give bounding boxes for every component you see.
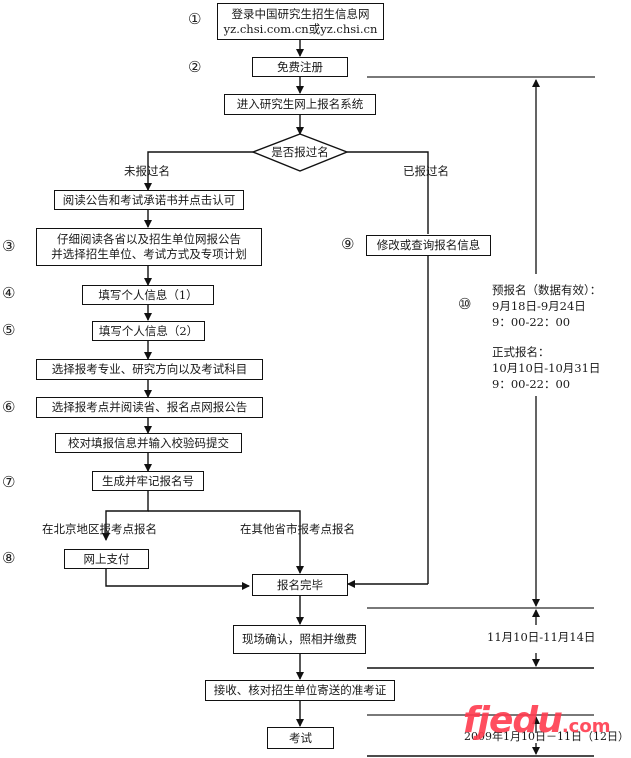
decision-label: 是否报过名: [271, 145, 329, 159]
node-login-site: 登录中国研究生招生信息网 yz.chsi.com.cn或yz.chsi.cn: [217, 3, 384, 40]
node-read-provinces-line1: 仔细阅读各省以及招生单位网报公告: [57, 232, 241, 246]
node-exam: 考试: [267, 727, 334, 749]
node-enter-system: 进入研究生网上报名系统: [224, 94, 376, 115]
branch-label-beijing: 在北京地区报考点报名: [42, 522, 157, 536]
watermark-brand: fjedu: [463, 700, 563, 741]
formal-registration-dates: 10月10日-10月31日: [492, 361, 601, 375]
step-marker-4: ④: [2, 284, 16, 302]
node-login-site-line1: 登录中国研究生招生信息网: [231, 6, 370, 21]
branch-yes-line: [347, 151, 429, 234]
timeline-confirm-dates: 11月10日-11月14日: [487, 630, 596, 644]
node-online-payment: 网上支付: [64, 549, 149, 569]
node-personal-info-1: 填写个人信息（1）: [82, 285, 214, 305]
timeline-exam-dates: 2009年1月10日－11日（12日）: [464, 730, 629, 743]
formal-registration-title: 正式报名：: [492, 345, 550, 359]
step-marker-5: ⑤: [2, 321, 16, 339]
branch-label-other-provinces: 在其他省市报考点报名: [240, 522, 355, 536]
pre-registration-hours: 9：00-22：00: [492, 315, 571, 329]
node-personal-info-2: 填写个人信息（2）: [92, 321, 205, 341]
node-modify-query: 修改或查询报名信息: [366, 235, 491, 256]
step-marker-2: ②: [188, 58, 202, 76]
formal-registration-hours: 9：00-22：00: [492, 377, 571, 391]
node-choose-exam-site: 选择报考点并阅读省、报名点网报公告: [36, 397, 263, 418]
step-marker-6: ⑥: [2, 398, 16, 416]
step-marker-7: ⑦: [2, 473, 16, 491]
node-generate-number: 生成并牢记报名号: [92, 471, 204, 491]
node-read-provinces: 仔细阅读各省以及招生单位网报公告 并选择招生单位、考试方式及专项计划: [36, 228, 262, 266]
branch-label-not-registered: 未报过名: [124, 164, 170, 178]
node-admission-ticket: 接收、核对招生单位寄送的准考证: [205, 680, 395, 701]
step-marker-1: ①: [188, 10, 202, 28]
pre-registration-title: 预报名（数据有效）：: [492, 283, 602, 297]
timeline-pre-registration: 预报名（数据有效）： 9月18日-9月24日 9：00-22：00 正式报名： …: [492, 282, 601, 392]
node-read-provinces-line2: 并选择招生单位、考试方式及专项计划: [51, 247, 247, 261]
watermark-suffix: .com: [561, 716, 611, 737]
node-free-register: 免费注册: [252, 57, 348, 77]
node-login-site-line2: yz.chsi.com.cn或yz.chsi.cn: [223, 21, 378, 36]
step-marker-10: ⑩: [458, 295, 472, 313]
node-onsite-confirm: 现场确认，照相并缴费: [233, 625, 366, 654]
pre-registration-dates: 9月18日-9月24日: [492, 299, 586, 313]
branch-no-line: [144, 151, 253, 191]
step-marker-8: ⑧: [2, 549, 16, 567]
node-verify-submit: 校对填报信息并输入校验码提交: [55, 433, 242, 453]
decision-diamond: [251, 133, 349, 172]
node-read-notice: 阅读公告和考试承诺书并点击认可: [54, 190, 244, 210]
step-marker-3: ③: [2, 237, 16, 255]
watermark-logo: fjedu.com: [463, 700, 610, 741]
branch-label-registered: 已报过名: [403, 164, 449, 178]
step-marker-9: ⑨: [341, 235, 355, 253]
node-registration-complete: 报名完毕: [252, 574, 348, 596]
node-choose-major: 选择报考专业、研究方向以及考试科目: [36, 359, 263, 380]
